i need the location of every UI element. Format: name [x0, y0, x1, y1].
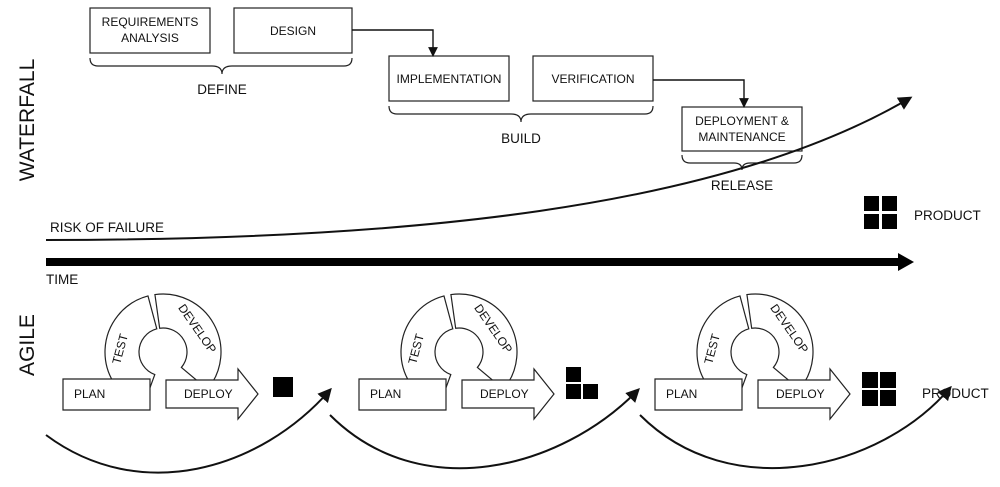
- design-box: DESIGN: [233, 7, 353, 54]
- product-square: [566, 367, 581, 382]
- requirements-label-line1: REQUIREMENTS: [102, 15, 199, 29]
- agile-iteration-arrow-3: [639, 385, 952, 469]
- plan-box: [62, 378, 151, 411]
- product-square: [583, 384, 598, 399]
- plan-label: PLAN: [74, 387, 105, 401]
- verification-to-deployment-arrow: [653, 79, 749, 108]
- risk-of-failure-label: RISK OF FAILURE: [50, 220, 164, 235]
- define-brace: [89, 57, 353, 75]
- implementation-label: IMPLEMENTATION: [397, 72, 502, 86]
- verification-box: VERIFICATION: [532, 55, 654, 102]
- product-square: [880, 390, 896, 406]
- design-label: DESIGN: [270, 24, 316, 38]
- time-label: TIME: [46, 272, 78, 287]
- agile-side-label: AGILE: [16, 314, 39, 376]
- build-phase-label: BUILD: [501, 131, 541, 146]
- plan-box: [358, 378, 447, 411]
- product-square: [566, 384, 581, 399]
- requirements-label-line2: ANALYSIS: [121, 31, 179, 45]
- agile-product-label: PRODUCT: [922, 386, 989, 401]
- agile-iteration-arrow-1: [45, 387, 332, 474]
- deployment-label-line1: DEPLOYMENT &: [695, 114, 789, 128]
- product-square: [862, 372, 878, 388]
- product-square: [273, 377, 293, 397]
- risk-of-failure-curve: [45, 96, 913, 241]
- deploy-arrow: [461, 367, 555, 421]
- agile-iteration-arrow-2: [329, 387, 640, 470]
- build-brace: [388, 105, 654, 123]
- waterfall-side-label: WATERFALL: [16, 59, 39, 182]
- deployment-label-line2: MAINTENANCE: [698, 130, 785, 144]
- deployment-maintenance-box: DEPLOYMENT & MAINTENANCE: [681, 106, 803, 152]
- implementation-box: IMPLEMENTATION: [388, 55, 510, 102]
- waterfall-product-label: PRODUCT: [914, 208, 981, 223]
- product-square: [862, 390, 878, 406]
- deploy-label: DEPLOY: [480, 387, 529, 401]
- plan-box: [654, 378, 743, 411]
- define-phase-label: DEFINE: [197, 82, 247, 97]
- time-axis-arrowhead: [898, 253, 914, 271]
- plan-label: PLAN: [666, 387, 697, 401]
- increment-product-icon: [566, 367, 598, 399]
- increment-product-icon: [862, 372, 896, 406]
- release-phase-label: RELEASE: [711, 178, 773, 193]
- deploy-label: DEPLOY: [776, 387, 825, 401]
- waterfall-product-icon: [864, 196, 897, 229]
- requirements-analysis-box: REQUIREMENTS ANALYSIS: [89, 7, 211, 54]
- verification-label: VERIFICATION: [551, 72, 634, 86]
- product-square: [880, 372, 896, 388]
- release-brace: [681, 154, 803, 171]
- increment-product-icon: [273, 377, 293, 397]
- develop-segment: [746, 293, 814, 391]
- deploy-arrow: [757, 367, 851, 421]
- develop-segment: [154, 293, 222, 391]
- plan-label: PLAN: [370, 387, 401, 401]
- design-to-implementation-arrow: [352, 29, 438, 57]
- develop-segment: [450, 293, 518, 391]
- deploy-label: DEPLOY: [184, 387, 233, 401]
- deploy-arrow: [165, 367, 259, 421]
